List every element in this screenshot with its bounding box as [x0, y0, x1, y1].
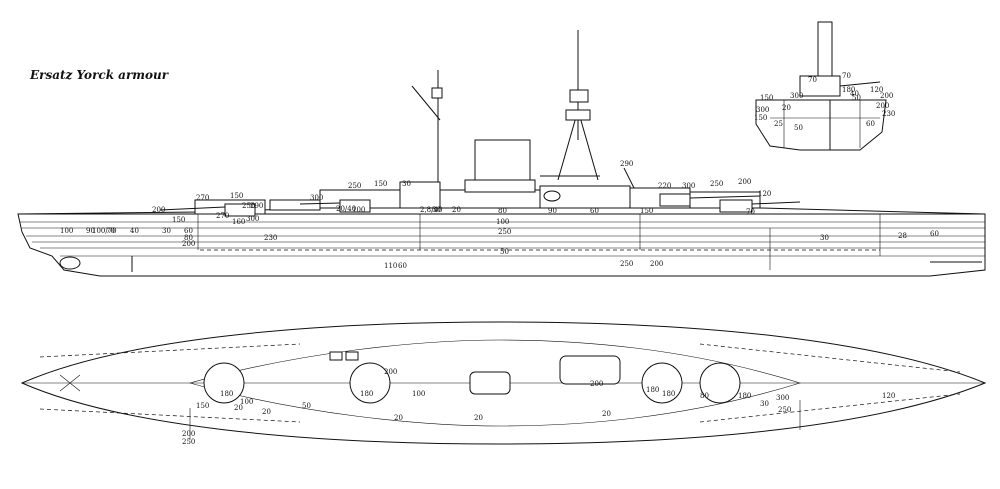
- profile-armour-label-15: 100/70: [92, 227, 117, 235]
- profile-armour-label-28: 80: [498, 207, 507, 215]
- profile-armour-label-9: 100: [60, 227, 73, 235]
- profile-armour-label-36: 300: [682, 182, 695, 190]
- profile-armour-label-34: 290: [620, 160, 633, 168]
- plan-armour-label-3: 100: [240, 398, 253, 406]
- plan-armour-label-12: 20: [474, 414, 483, 422]
- plan-view: [20, 321, 987, 445]
- profile-armour-label-24: 20/40: [336, 205, 356, 213]
- profile-armour-label-6: 300: [246, 215, 259, 223]
- plan-armour-label-8: 20: [234, 404, 243, 412]
- profile-armour-label-1: 150: [230, 192, 243, 200]
- profile-armour-label-22: 300: [310, 194, 323, 202]
- profile-armour-label-46: 60: [398, 262, 407, 270]
- plan-armour-label-13: 20: [602, 410, 611, 418]
- plan-armour-label-16: 300: [776, 394, 789, 402]
- section-armour-label-7: 300: [756, 106, 769, 114]
- profile-armour-label-32: 100: [496, 218, 509, 226]
- profile-armour-label-23: 100: [352, 206, 365, 214]
- profile-armour-label-31: 150: [640, 207, 653, 215]
- profile-armour-label-18: 230: [264, 234, 277, 242]
- plan-armour-label-5: 200: [384, 368, 397, 376]
- profile-armour-label-40: 70: [746, 208, 755, 216]
- profile-armour-label-30: 60: [590, 207, 599, 215]
- section-armour-label-5: 180: [842, 86, 855, 94]
- profile-armour-label-0: 270: [196, 194, 209, 202]
- profile-armour-label-20: 150: [374, 180, 387, 188]
- profile-armour-label-48: 200: [650, 260, 663, 268]
- profile-armour-label-39: 120: [758, 190, 771, 198]
- profile-armour-label-25: 2,8/40: [420, 206, 442, 214]
- profile-armour-label-33: 250: [498, 228, 511, 236]
- profile-armour-label-21: 30: [402, 180, 411, 188]
- plan-armour-label-18: 120: [882, 392, 895, 400]
- section-armour-label-10: 25: [774, 120, 783, 128]
- profile-armour-label-10: 90: [86, 227, 95, 235]
- section-armour-label-3: 50: [852, 94, 861, 102]
- profile-armour-label-14: 70: [106, 227, 115, 235]
- profile-armour-label-13: 60: [184, 227, 193, 235]
- section-armour-label-8: 150: [754, 114, 767, 122]
- profile-armour-label-43: 60: [930, 230, 939, 238]
- profile-armour-label-16: 80: [184, 234, 193, 242]
- profile-armour-label-4: 290: [250, 202, 263, 210]
- section-armour-label-9: 20: [782, 104, 791, 112]
- plan-armour-label-11: 20: [394, 414, 403, 422]
- plan-armour-label-0: 180: [220, 390, 233, 398]
- profile-armour-label-7: 160: [232, 218, 245, 226]
- section-armour-label-14: 120: [870, 86, 883, 94]
- plan-armour-label-9: 50: [302, 402, 311, 410]
- plan-armour-label-21: 180: [738, 392, 751, 400]
- plan-armour-label-2: 100: [412, 390, 425, 398]
- profile-armour-label-8: 270: [216, 212, 229, 220]
- profile-armour-label-19: 250: [348, 182, 361, 190]
- plan-armour-label-4: 180: [662, 390, 675, 398]
- plan-armour-label-14: 80: [700, 392, 709, 400]
- profile-armour-label-38: 200: [738, 178, 751, 186]
- plan-armour-label-17: 250: [778, 406, 791, 414]
- section-armour-label-2: 70: [808, 76, 817, 84]
- plan-armour-label-1: 180: [360, 390, 373, 398]
- profile-armour-label-5: 150: [172, 216, 185, 224]
- profile-armour-label-29: 90: [548, 207, 557, 215]
- plan-armour-label-7: 150: [196, 402, 209, 410]
- profile-armour-label-12: 30: [162, 227, 171, 235]
- plan-armour-label-19: 200: [182, 430, 195, 438]
- plan-armour-label-6: 200: [590, 380, 603, 388]
- profile-armour-label-47: 250: [620, 260, 633, 268]
- section-armour-label-16: 230: [882, 110, 895, 118]
- diagram-title: Ersatz Yorck armour: [30, 68, 169, 82]
- profile-armour-label-45: 110: [384, 262, 397, 270]
- section-armour-label-13: 40: [850, 90, 859, 98]
- profile-armour-label-2: 200: [152, 206, 165, 214]
- section-armour-label-11: 50: [794, 124, 803, 132]
- profile-armour-label-3: 250: [242, 202, 255, 210]
- midship-section: [755, 21, 887, 151]
- section-armour-label-4: 150: [760, 94, 773, 102]
- plan-armour-label-20: 250: [182, 438, 195, 446]
- section-armour-label-6: 200: [880, 92, 893, 100]
- section-armour-label-12: 60: [866, 120, 875, 128]
- profile-armour-label-42: 28: [898, 232, 907, 240]
- profile-armour-label-11: 40: [130, 227, 139, 235]
- profile-armour-label-44: 50: [500, 248, 509, 256]
- plan-armour-label-10: 20: [262, 408, 271, 416]
- plan-armour-label-15: 30: [760, 400, 769, 408]
- plan-armour-label-22: 180: [646, 386, 659, 394]
- section-armour-label-0: 70: [842, 72, 851, 80]
- side-profile: [17, 30, 986, 277]
- profile-armour-label-35: 220: [658, 182, 671, 190]
- section-armour-label-1: 300: [790, 92, 803, 100]
- profile-armour-label-17: 200: [182, 240, 195, 248]
- profile-armour-label-27: 20: [452, 206, 461, 214]
- profile-armour-label-37: 250: [710, 180, 723, 188]
- profile-armour-label-41: 30: [820, 234, 829, 242]
- section-armour-label-15: 200: [876, 102, 889, 110]
- profile-armour-label-26: 30: [432, 206, 441, 214]
